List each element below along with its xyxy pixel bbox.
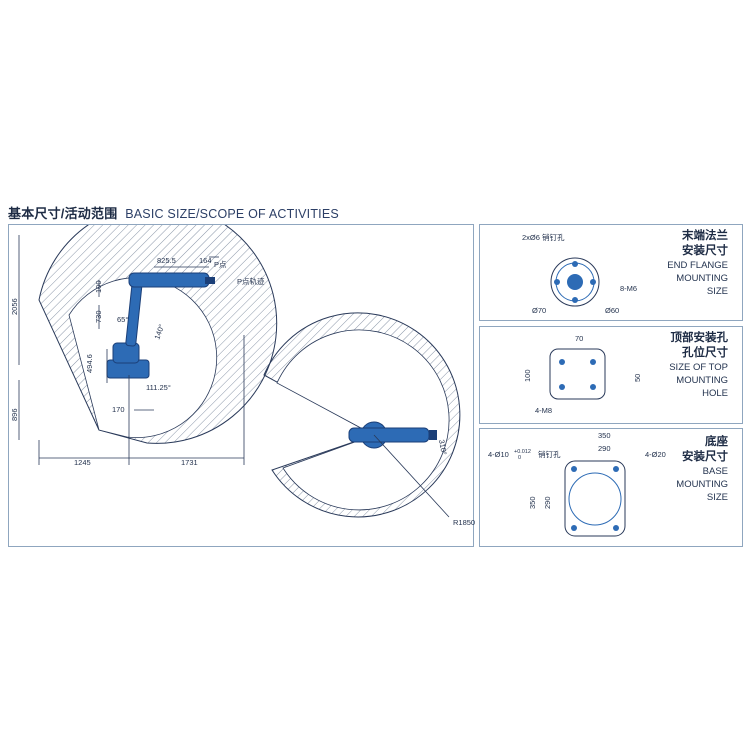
top-mount-title-en-3: HOLE — [702, 388, 728, 399]
top-mount-title: 顶部安装孔 孔位尺寸 SIZE OF TOP MOUNTING HOLE — [669, 331, 728, 400]
dim-2056-label: 2056 — [10, 298, 19, 315]
page-title-cn: 基本尺寸/活动范围 — [8, 206, 118, 221]
base-pin-hole-cn-label: 销钉孔 — [538, 449, 561, 459]
p-point-label: P点 — [214, 260, 227, 269]
base-d20-label: 4-Ø20 — [645, 450, 666, 459]
flange-d60-label: Ø60 — [605, 306, 619, 315]
angle-111-label: 111.25° — [146, 383, 171, 392]
base-pin-tol-low-label: 0 — [518, 455, 521, 461]
robot-top-view — [348, 421, 437, 449]
base-title: 底座 安装尺寸 BASE MOUNTING SIZE — [676, 435, 728, 504]
base-dim-290-h-label: 290 — [598, 444, 611, 453]
page-title-en: BASIC SIZE/SCOPE OF ACTIVITIES — [125, 207, 339, 221]
base-drawing: 350 290 4-Ø10 +0.012 0 销钉孔 4-Ø20 350 290 — [488, 431, 666, 537]
end-flange-title-cn-1: 末端法兰 — [682, 230, 728, 242]
p-trajectory-label: P点轨迹 — [237, 276, 265, 286]
work-range-drawing: P点 P点轨迹 825.5 164 100 730 65° 140° 494.6… — [10, 202, 475, 527]
dim-164-label: 164 — [199, 256, 212, 265]
dim-896-label: 896 — [10, 408, 19, 421]
end-flange-title-en-2: MOUNTING — [676, 273, 728, 284]
end-flange-panel: 2xØ6 销钉孔 8-M6 Ø70 Ø60 末端法兰 安装尺寸 END FLAN… — [479, 224, 743, 321]
dim-494-label: 494.6 — [85, 354, 94, 373]
flange-pin-hole-label: 2xØ6 销钉孔 — [522, 232, 565, 242]
base-dim-290-v-label: 290 — [543, 496, 552, 509]
end-flange-title-en-1: END FLANGE — [667, 260, 728, 271]
top-mount-panel: 70 100 50 4-M8 顶部安装孔 孔位尺寸 SIZE OF TOP MO… — [479, 326, 743, 424]
top-mount-title-en-2: MOUNTING — [676, 375, 728, 386]
side-view-envelope — [38, 202, 278, 444]
top-mount-title-cn-1: 顶部安装孔 — [670, 332, 729, 344]
dim-100-label: 100 — [94, 280, 103, 293]
top-dim-100-label: 100 — [523, 369, 532, 382]
base-dim-350-h-label: 350 — [598, 431, 611, 440]
base-panel: 350 290 4-Ø10 +0.012 0 销钉孔 4-Ø20 350 290… — [479, 428, 743, 547]
base-title-en-1: BASE — [702, 466, 728, 477]
top-mount-title-en-1: SIZE OF TOP — [669, 362, 728, 373]
end-flange-title: 末端法兰 安装尺寸 END FLANGE MOUNTING SIZE — [667, 229, 728, 298]
base-pin-hole-label: 4-Ø10 — [488, 450, 509, 459]
base-title-cn-2: 安装尺寸 — [682, 451, 728, 463]
top-mount-title-cn-2: 孔位尺寸 — [682, 347, 728, 359]
top-view-envelope — [263, 312, 461, 518]
dim-1731-label: 1731 — [181, 458, 198, 467]
robot-side-view — [106, 272, 215, 379]
dim-825-label: 825.5 — [157, 256, 176, 265]
top-m8-label: 4-M8 — [535, 406, 552, 415]
base-outline — [568, 472, 622, 526]
work-range-panel: P点 P点轨迹 825.5 164 100 730 65° 140° 494.6… — [8, 202, 475, 547]
flange-drawing — [550, 257, 600, 307]
base-title-cn-1: 底座 — [705, 436, 728, 448]
end-flange-title-en-3: SIZE — [706, 286, 728, 297]
angle-310-label: 310° — [437, 439, 449, 456]
dim-170-label: 170 — [112, 405, 125, 414]
end-flange-drawing: 2xØ6 销钉孔 8-M6 Ø70 Ø60 — [522, 232, 637, 315]
angle-65-label: 65° — [117, 315, 128, 324]
top-dim-50-label: 50 — [633, 374, 642, 382]
base-dim-350-v-label: 350 — [528, 496, 537, 509]
end-flange-title-cn-2: 安装尺寸 — [682, 245, 728, 257]
top-mount-drawing: 70 100 50 4-M8 — [523, 334, 642, 415]
dimension-lines — [18, 235, 450, 518]
base-title-en-2: MOUNTING — [676, 479, 728, 490]
base-pin-tol-label: +0.012 — [514, 449, 531, 455]
dim-730-label: 730 — [94, 310, 103, 323]
flange-m6-label: 8-M6 — [620, 284, 637, 293]
top-dim-70-label: 70 — [575, 334, 583, 343]
dim-1245-label: 1245 — [74, 458, 91, 467]
radius-r1850-label: R1850 — [453, 518, 475, 527]
page-title: 基本尺寸/活动范围 BASIC SIZE/SCOPE OF ACTIVITIES — [8, 203, 339, 222]
flange-d70-label: Ø70 — [532, 306, 546, 315]
base-title-en-3: SIZE — [706, 492, 728, 503]
top-mount-plate — [549, 348, 606, 400]
